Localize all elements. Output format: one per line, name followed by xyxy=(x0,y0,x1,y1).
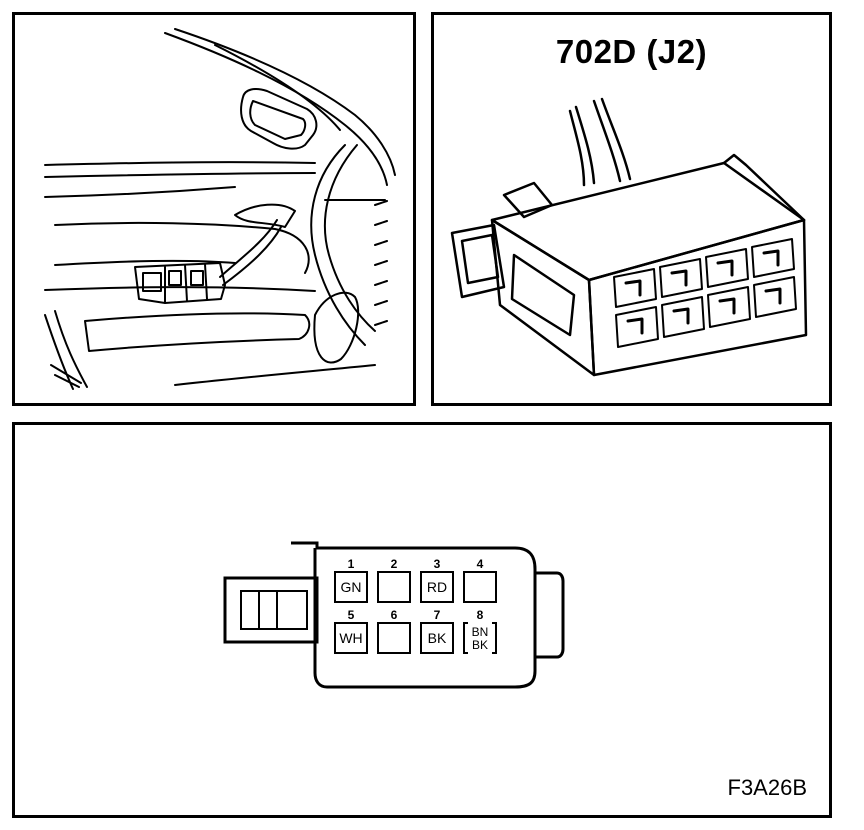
connector-housing xyxy=(291,541,537,689)
pin-wire-color: GN xyxy=(341,579,362,595)
pin-wire-color: BN xyxy=(472,625,489,639)
connector-tab xyxy=(535,571,565,659)
connector-latch xyxy=(223,576,319,644)
pin-cavity xyxy=(377,622,411,654)
pin-cavity xyxy=(377,571,411,603)
pin-number: 6 xyxy=(391,608,398,622)
pin-cavity xyxy=(463,571,497,603)
pin-wire-color: BK xyxy=(472,638,488,652)
pin-5: 5WH xyxy=(334,608,368,654)
pin-number: 2 xyxy=(391,557,398,571)
pin-number: 3 xyxy=(434,557,441,571)
connector-title: 702D (J2) xyxy=(555,33,708,70)
pin-wire-color: RD xyxy=(427,579,447,595)
pin-wire-color: BK xyxy=(428,630,447,646)
door-panel-drawing xyxy=(44,28,396,390)
door-location-illustration xyxy=(12,12,416,406)
connector-3d-drawing xyxy=(450,97,808,377)
pin-cavity xyxy=(420,622,454,654)
pin-number: 4 xyxy=(477,557,484,571)
pin-number: 8 xyxy=(477,608,484,622)
pin-number: 7 xyxy=(434,608,441,622)
pin-cavity xyxy=(420,571,454,603)
pin-6: 6 xyxy=(377,608,411,654)
pin-wire-color: WH xyxy=(339,630,362,646)
connector-illustration-panel: 702D (J2) xyxy=(431,12,832,406)
pin-number: 5 xyxy=(348,608,355,622)
pin-1: 1GN xyxy=(334,557,368,603)
pin-7: 7BK xyxy=(420,608,454,654)
pin-3: 3RD xyxy=(420,557,454,603)
pin-2: 2 xyxy=(377,557,411,603)
figure-code: F3A26B xyxy=(727,775,808,800)
pin-cavity xyxy=(334,571,368,603)
pin-cavity xyxy=(334,622,368,654)
pin-bracket xyxy=(463,622,497,654)
pinout-diagram xyxy=(223,541,565,689)
pin-4: 4 xyxy=(463,557,497,603)
pin-number: 1 xyxy=(348,557,355,571)
